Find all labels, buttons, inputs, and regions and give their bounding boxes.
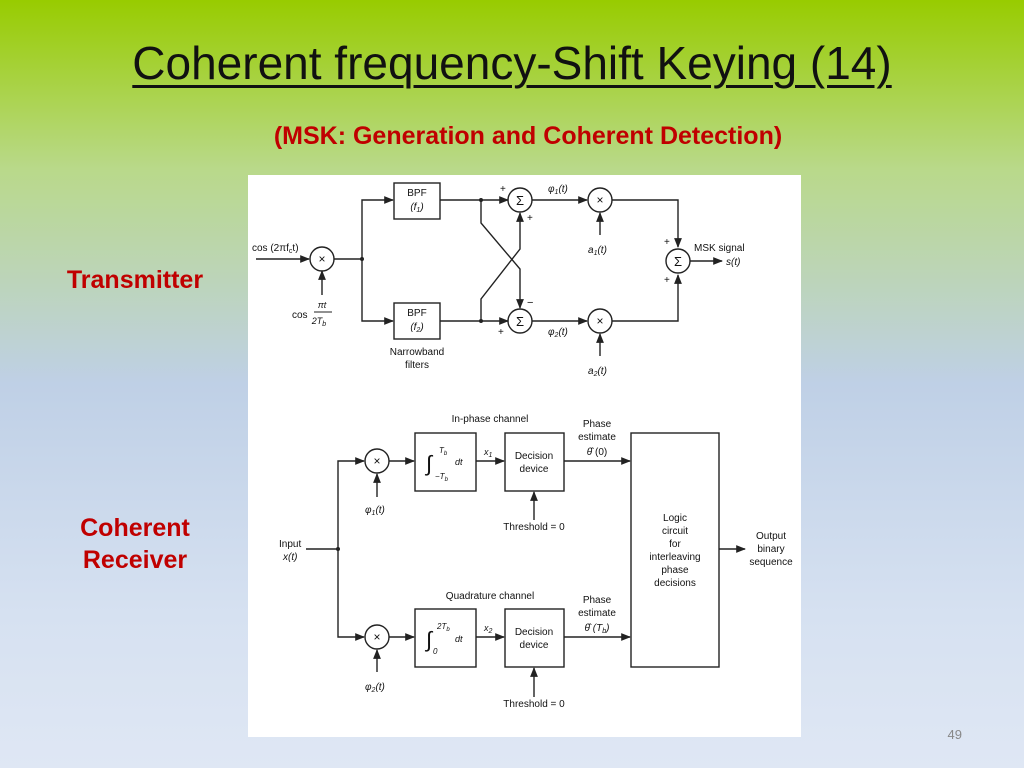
x2-label: x2 [483,623,493,635]
tx-summer-out-symbol: Σ [674,254,682,269]
bpf1-box [393,182,441,220]
transmitter-section: cos (2πfct) cos πt 2Tb × BPF (f1) BPF (f… [252,182,745,378]
phase-2-label-2: estimate [578,608,616,619]
summer2-plus: + [498,327,504,338]
tx-phi1-label: φ1(t) [548,184,568,196]
threshold-2-label: Threshold = 0 [503,699,565,710]
bpf2-freq: (f2) [410,322,423,334]
logic-line-5: phase [661,565,689,576]
integrator-1-lower: −Tb [435,472,449,483]
x1-label: x1 [483,447,493,459]
phase-1-label-2: estimate [578,432,616,443]
decision-device-1 [504,432,565,492]
phase-1-label-1: Phase [583,419,612,430]
transmitter-label: Transmitter [66,266,204,294]
rx-mixer-2-symbol: × [373,630,380,644]
bpf1-label: BPF [407,188,426,199]
mult1-out-line [612,199,682,248]
cos-label: cos [292,310,308,321]
phase-2-label-1: Phase [583,595,612,606]
tx-summer-2-symbol: Σ [516,314,524,329]
tx-multiplier-1-symbol: × [596,193,603,207]
receiver-label-line-2: Receiver [82,546,188,574]
to-bpf2-line [361,259,394,325]
rx-phi2-label: φ2(t) [365,682,385,694]
integrator-2-lower: 0 [433,647,438,656]
slide-title: Coherent frequency-Shift Keying (14) [132,37,892,89]
msk-block-diagram: cos (2πfct) cos πt 2Tb × BPF (f1) BPF (f… [248,175,801,737]
summer-out-plus-bottom: + [664,275,670,286]
integrator-2-box [414,608,477,668]
rx-upper-branch [337,457,365,549]
integrator-1-box [414,432,477,492]
narrowband-label-2: filters [405,360,429,371]
theta-tb-label: θ̂ (Tb) [585,622,610,635]
rx-lower-branch [337,549,365,641]
summer2-minus: − [527,297,533,309]
threshold-1-label: Threshold = 0 [503,522,565,533]
logic-line-4: interleaving [649,552,700,563]
to-bpf1-line [361,196,394,259]
logic-circuit-box [630,432,720,668]
diagram-svg: cos (2πfct) cos πt 2Tb × BPF (f1) BPF (f… [252,182,793,710]
integrator-1-symbol: ∫ [424,451,434,476]
slide-subtitle: (MSK: Generation and Coherent Detection) [273,122,783,150]
output-label-3: sequence [749,557,793,568]
inphase-channel-label: In-phase channel [452,414,529,425]
decision-1-line-1: Decision [515,451,553,462]
page-number: 49 [947,727,962,742]
decision-2-line-2: device [520,640,549,651]
integrator-1-upper: Tb [439,446,448,457]
a1-label: a1(t) [588,245,607,257]
receiver-section: Input x(t) × φ1(t) × φ2(t) In-phase chan… [279,414,793,710]
logic-line-6: decisions [654,578,696,589]
integrator-2-dt: dt [455,634,463,644]
bpf1-freq: (f1) [410,202,423,214]
decision-device-2 [504,608,565,668]
cross-line-up [480,212,524,321]
decision-2-line-1: Decision [515,627,553,638]
mult2-out-line [612,274,682,322]
integrator-2-symbol: ∫ [424,627,434,652]
summer1-plus-left: + [500,184,506,195]
bpf2-label: BPF [407,308,426,319]
receiver-label: Coherent Receiver [50,512,220,576]
summer1-plus-bottom: + [527,213,533,224]
input-label: Input [279,539,301,550]
a2-label: a2(t) [588,366,607,378]
msk-signal-label: MSK signal [694,243,745,254]
decision-1-line-2: device [520,464,549,475]
receiver-label-line-1: Coherent [80,514,190,542]
quadrature-channel-label: Quadrature channel [446,591,534,602]
tx-phi2-label: φ2(t) [548,327,568,339]
tx-mixer-symbol: × [318,252,325,266]
narrowband-label-1: Narrowband [390,347,444,358]
integrator-2-upper: 2Tb [436,622,450,633]
carrier-label: cos (2πfct) [252,243,299,255]
summer-out-plus-top: + [664,237,670,248]
logic-line-2: circuit [662,526,688,537]
tx-multiplier-2-symbol: × [596,314,603,328]
x-t-label: x(t) [282,552,297,563]
tx-summer-1-symbol: Σ [516,193,524,208]
logic-line-3: for [669,539,681,550]
cross-line-down [480,200,524,309]
output-label-1: Output [756,531,786,542]
s-t-label: s(t) [726,257,740,268]
frac-den: 2Tb [311,316,327,328]
frac-num: πt [318,300,327,310]
logic-line-1: Logic [663,513,687,524]
theta-0-label: θ̂ (0) [587,446,607,458]
integrator-1-dt: dt [455,457,463,467]
rx-phi1-label: φ1(t) [365,505,385,517]
rx-mixer-1-symbol: × [373,454,380,468]
output-label-2: binary [757,544,784,555]
